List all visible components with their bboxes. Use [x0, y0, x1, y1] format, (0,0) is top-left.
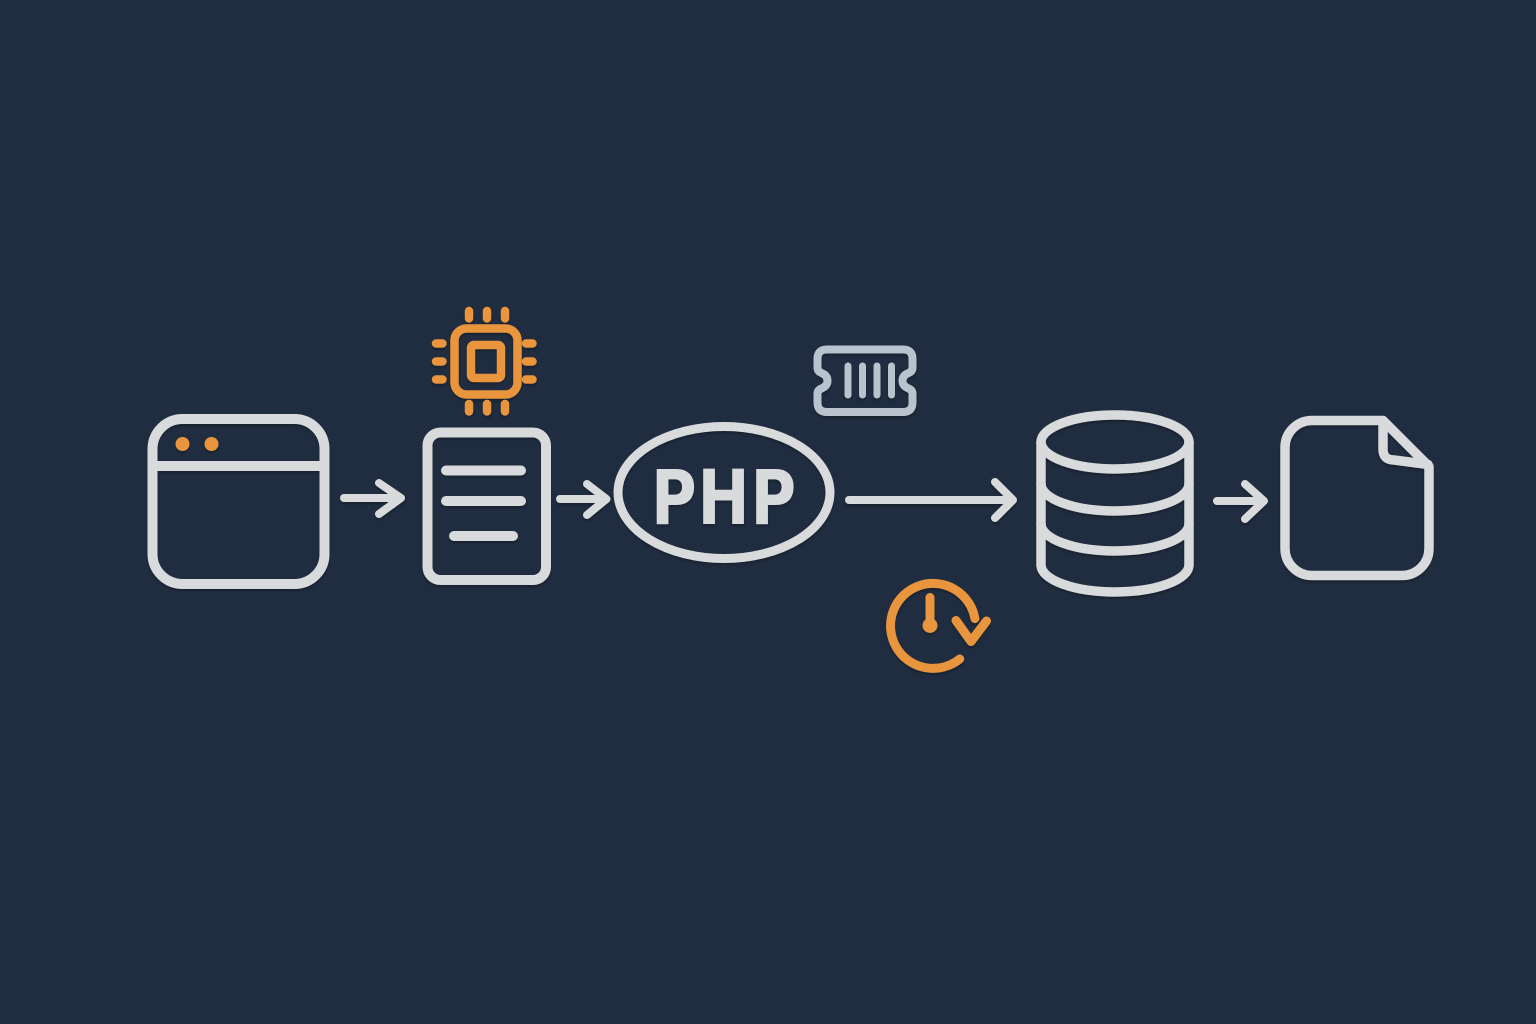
arrow-right-icon — [556, 480, 611, 519]
arrow-right-icon — [1213, 480, 1268, 523]
php-label: PHP — [651, 454, 797, 543]
cpu-chip-icon — [431, 306, 537, 416]
ram-module-icon — [813, 345, 917, 416]
document-lines-icon — [422, 427, 551, 585]
timer-hand-dot — [922, 618, 938, 633]
arrow-right-icon — [340, 479, 405, 518]
clockwise-timer-icon — [886, 578, 991, 673]
browser-window-icon — [147, 414, 330, 589]
arrow-right-icon — [845, 478, 1017, 522]
browser-dot-icon — [175, 437, 190, 451]
blank-file-icon — [1280, 415, 1434, 581]
browser-dot-icon — [204, 437, 219, 451]
php-ellipse-icon: PHP — [613, 422, 835, 563]
database-cylinder-icon — [1036, 410, 1194, 597]
